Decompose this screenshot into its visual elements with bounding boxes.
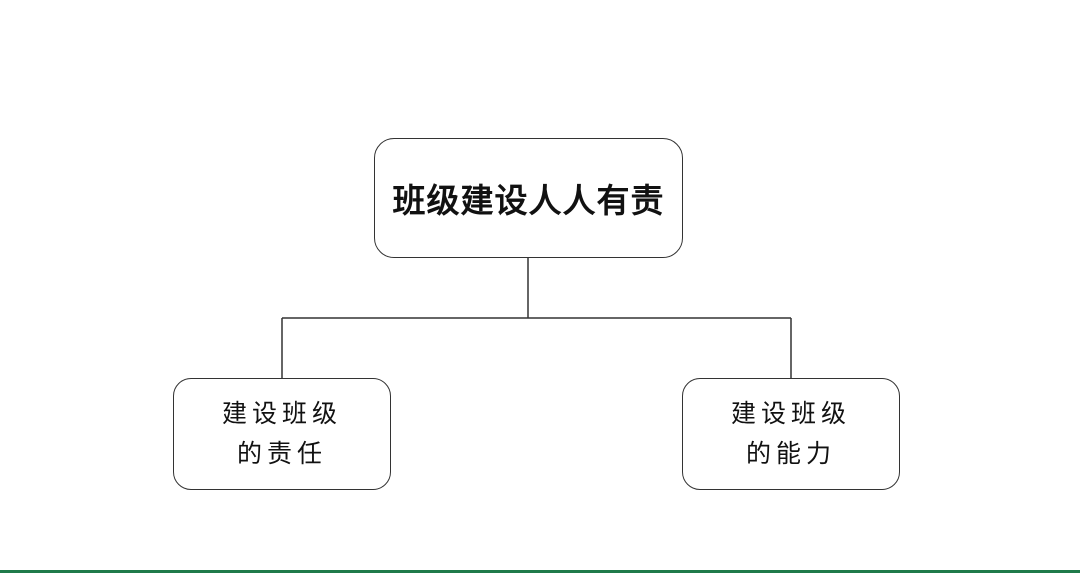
child-node-label-line1: 建设班级	[221, 399, 342, 428]
child-node-label-line1: 建设班级	[730, 399, 851, 428]
child-node-responsibility: 建设班级 的责任	[173, 378, 391, 490]
root-node: 班级建设人人有责	[374, 138, 683, 258]
child-node-ability: 建设班级 的能力	[682, 378, 900, 490]
bottom-accent-bar	[0, 570, 1080, 573]
child-node-label-line2: 的责任	[236, 439, 327, 468]
child-node-label-line2: 的能力	[745, 439, 836, 468]
root-node-label: 班级建设人人有责	[392, 181, 665, 220]
